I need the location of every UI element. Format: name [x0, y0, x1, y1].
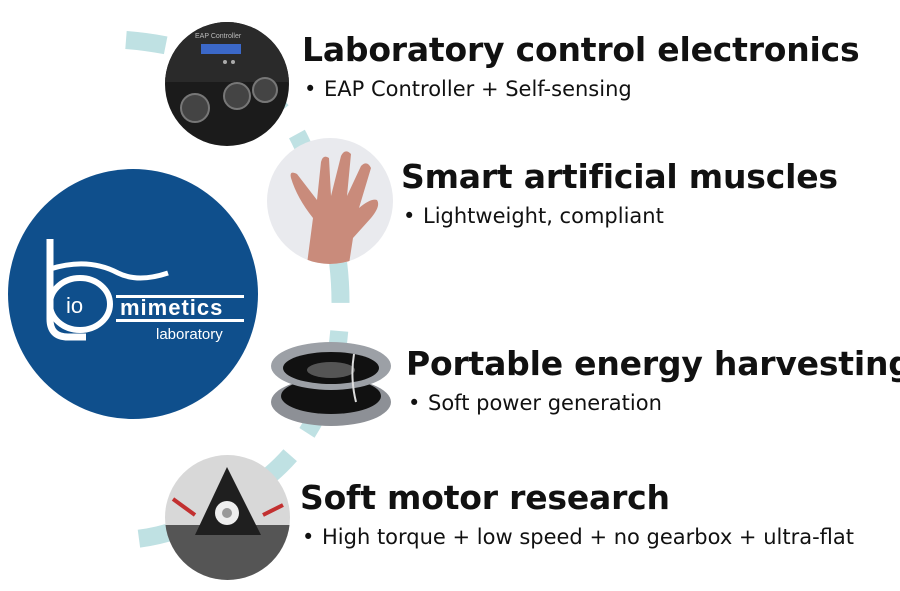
controller-screen-label: EAP Controller: [195, 33, 242, 40]
harvester-photo: [268, 336, 394, 436]
item-bullet: •High torque + low speed + no gearbox + …: [302, 525, 854, 549]
item-bullet: •EAP Controller + Self-sensing: [304, 77, 632, 101]
controller-photo: EAP Controller: [165, 22, 289, 146]
item-energy-harvesting: Portable energy harvesting •Soft power g…: [406, 344, 900, 415]
hand-photo: [267, 138, 393, 264]
item-title: Smart artificial muscles: [401, 157, 838, 196]
item-soft-motor: Soft motor research •High torque + low s…: [300, 478, 854, 549]
item-bullet: •Soft power generation: [408, 391, 662, 415]
logo-laboratory: laboratory: [156, 326, 223, 343]
item-title: Soft motor research: [300, 478, 670, 517]
motor-photo: [165, 455, 290, 580]
logo-io: io: [66, 293, 83, 318]
item-title: Laboratory control electronics: [302, 30, 860, 69]
item-smart-muscles: Smart artificial muscles •Lightweight, c…: [401, 157, 838, 228]
item-bullet: •Lightweight, compliant: [403, 204, 664, 228]
logo-mimetics: mimetics: [120, 295, 223, 320]
biomimetics-logo: io mimetics laboratory: [8, 169, 258, 419]
item-laboratory-control: Laboratory control electronics •EAP Cont…: [302, 30, 860, 101]
item-title: Portable energy harvesting: [406, 344, 900, 383]
